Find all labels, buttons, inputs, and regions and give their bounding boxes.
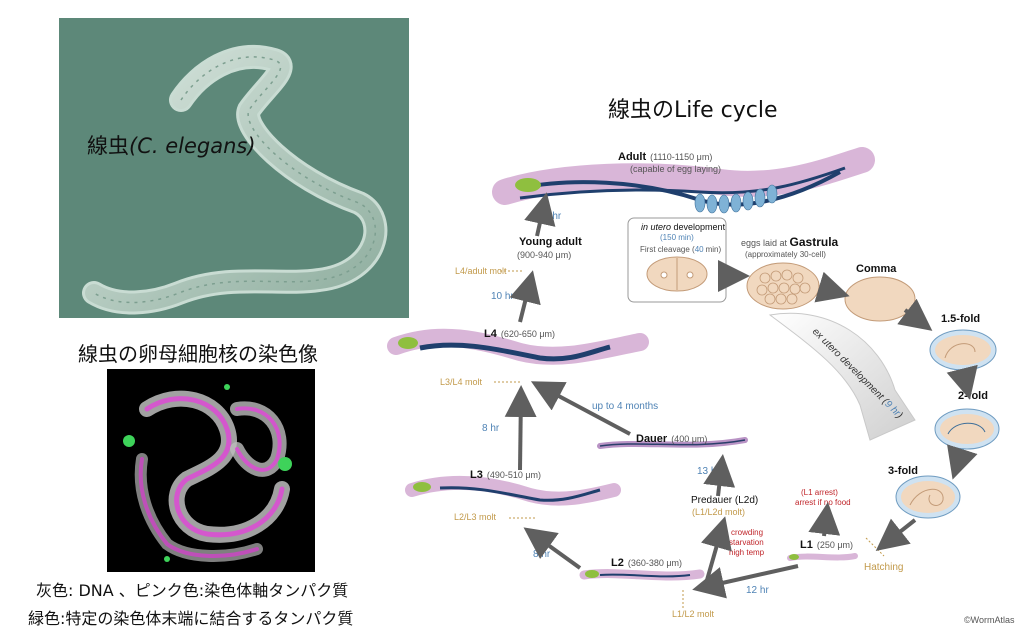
worm-photo-art [82, 44, 388, 315]
duration-l2-l3: 8 hr [533, 549, 551, 560]
arrow-gastrula-comma [814, 271, 850, 303]
stain-legend-line-1: 灰色: DNA 、ピンク色:染色体軸タンパク質 [36, 581, 349, 600]
fold-3-egg [895, 475, 961, 519]
cycle-arrows [504, 192, 978, 599]
duration-predauer-dauer: 13 hr [697, 466, 720, 477]
l2-l3-molt-label: L2/L3 molt [454, 512, 497, 522]
gastrula-egg [746, 262, 820, 310]
high-temp-label: high temp [729, 548, 765, 557]
wormatlas-credit: ©WormAtlas [964, 615, 1015, 625]
l1-arrest-note: arrest if no food [795, 498, 851, 507]
arrow-l2-l3 [523, 527, 582, 570]
arrow-dauer-l4 [530, 381, 631, 436]
predauer-note: (L1/L2d molt) [692, 507, 745, 517]
arrow-l4-ya [509, 270, 541, 323]
adult-note: (capable of egg laying) [630, 164, 721, 174]
worm-photo-caption: 線虫(C. elegans) [87, 134, 256, 158]
duration-dauer-up: up to 4 months [592, 401, 658, 412]
l1-label: L1(250 μm) [800, 539, 853, 551]
stain-image [107, 369, 315, 572]
comma-label: Comma [856, 263, 897, 275]
predauer-label: Predauer (L2d) [691, 495, 758, 506]
gastrula-label: eggs laid at Gastrula [741, 235, 839, 249]
l4-adult-molt-label: L4/adult molt [455, 266, 507, 276]
starvation-label: starvation [729, 538, 764, 547]
hatching-line [865, 537, 885, 557]
l4-worm [387, 328, 649, 365]
arrow-predauer-dauer [703, 454, 736, 497]
arrow-comma-15fold [897, 298, 933, 331]
fold-2-label: 2-fold [958, 390, 988, 402]
duration-l3-l4: 8 hr [482, 423, 500, 434]
in-utero-box [627, 217, 727, 303]
arrow-to-predauer [701, 516, 732, 588]
l1-worm [787, 553, 858, 561]
young-adult-size: (900-940 μm) [517, 250, 571, 260]
l3-label: L3(490-510 μm) [470, 469, 541, 481]
dauer-label: Dauer(400 μm) [636, 433, 707, 445]
arrow-l1-l2 [692, 564, 799, 599]
in-utero-label: in utero development [641, 222, 726, 232]
l3-worm [405, 475, 621, 506]
arrow-ya-adult [524, 192, 556, 237]
adult-label: Adult(1110-1150 μm) [618, 151, 712, 163]
arrow-3fold-hatching [875, 518, 917, 551]
l3-l4-molt-label: L3/L4 molt [440, 377, 483, 387]
gastrula-note: (approximately 30-cell) [745, 250, 826, 259]
duration-l1-l2: 12 hr [746, 585, 769, 596]
arrow-2fold-3fold [947, 444, 978, 480]
fold-2-egg [934, 408, 1000, 450]
l4-label: L4(620-650 μm) [484, 328, 555, 340]
duration-ya-adult: 8 hr [544, 211, 562, 222]
duration-l4-ya: 10 hr [491, 291, 514, 302]
fold-1-5-label: 1.5-fold [941, 313, 980, 325]
crowding-label: crowding [731, 528, 763, 537]
adult-worm [492, 147, 875, 214]
l1-arrest-label: (L1 arrest) [801, 488, 838, 497]
young-adult-label: Young adult [519, 236, 582, 248]
arrow-l1-arrest [808, 502, 841, 537]
dauer-worm [597, 437, 748, 449]
in-utero-time: (150 min) [660, 233, 694, 242]
fold-3-label: 3-fold [888, 465, 918, 477]
life-cycle-title: 線虫のLife cycle [608, 98, 778, 123]
l2-worm [579, 569, 705, 581]
arrow-l3-l4 [504, 385, 537, 471]
ex-utero-band [768, 312, 916, 441]
stain-title: 線虫の卵母細胞核の染色像 [78, 342, 318, 366]
worm-photo: 線虫(C. elegans) [59, 18, 409, 318]
hatching-label: Hatching [864, 562, 903, 573]
stain-legend-line-2: 緑色:特定の染色体末端に結合するタンパク質 [28, 609, 354, 628]
l2-label: L2(360-380 μm) [611, 557, 682, 569]
arrow-15fold-2fold [946, 364, 978, 400]
l1-l2-molt-label: L1/L2 molt [672, 609, 715, 619]
comma-egg [844, 276, 916, 322]
stain-image-art [123, 384, 292, 562]
fold-1-5-egg [929, 329, 997, 371]
